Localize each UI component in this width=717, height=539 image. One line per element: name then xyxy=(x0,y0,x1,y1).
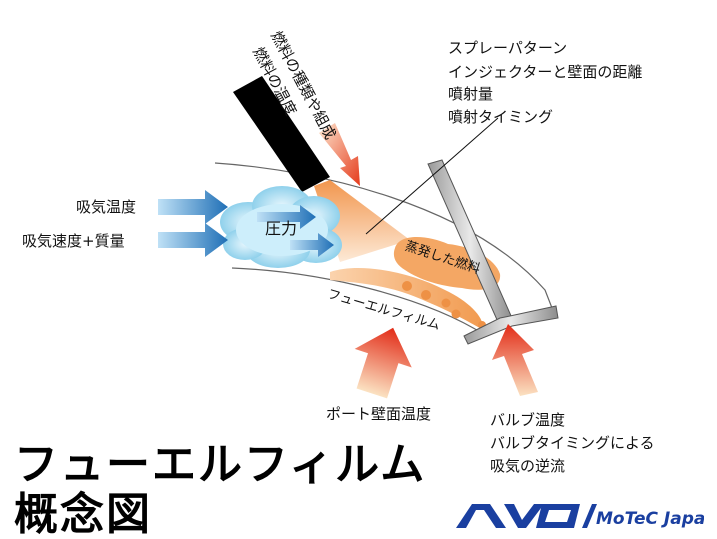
valve-timing-label: バルブタイミングによる xyxy=(490,434,655,452)
fuel-type-arrow xyxy=(319,123,360,186)
pressure-label: 圧力 xyxy=(265,219,298,238)
injection-amount-label: 噴射量 xyxy=(448,85,494,103)
intake-temp-arrow xyxy=(158,190,228,224)
valve-temp-arrow xyxy=(492,324,538,396)
injector xyxy=(233,76,330,192)
port-wall-temp-label: ポート壁面温度 xyxy=(326,405,432,423)
avo-motec-logo: MoTeC Japan xyxy=(456,500,717,530)
fuel-droplet xyxy=(451,309,461,319)
intake-speed-label: 吸気速度+質量 xyxy=(22,232,125,250)
intake-backflow-label: 吸気の逆流 xyxy=(490,457,566,475)
cloud-arrow-lower xyxy=(290,233,334,257)
fuel-droplet xyxy=(402,281,412,291)
svg-text:MoTeC Japan: MoTeC Japan xyxy=(596,509,704,529)
injection-timing-label: 噴射タイミング xyxy=(448,108,554,126)
spray-pattern-label: スプレーパターン xyxy=(448,39,568,57)
port-wall-temp-arrow xyxy=(354,327,412,399)
intake-temp-label: 吸気温度 xyxy=(76,198,137,216)
port-upper-wall xyxy=(214,162,553,309)
spray-leader-line xyxy=(365,117,499,235)
intake-valve xyxy=(427,159,559,345)
port-lower-wall xyxy=(231,267,486,336)
page-title: フューエルフィルム xyxy=(14,439,427,490)
intake-speed-arrow xyxy=(158,223,228,257)
fuel-film-shape xyxy=(330,268,484,330)
fuel-droplet xyxy=(441,298,451,308)
page-subtitle: 概念図 xyxy=(14,489,152,539)
injector-distance-label: インジェクターと壁面の距離 xyxy=(448,63,643,81)
cloud-arrow-upper xyxy=(257,205,316,229)
evaporated-fuel-blob xyxy=(393,237,501,290)
fuel-droplet xyxy=(421,290,431,300)
valve-temp-label: バルブ温度 xyxy=(490,411,566,429)
